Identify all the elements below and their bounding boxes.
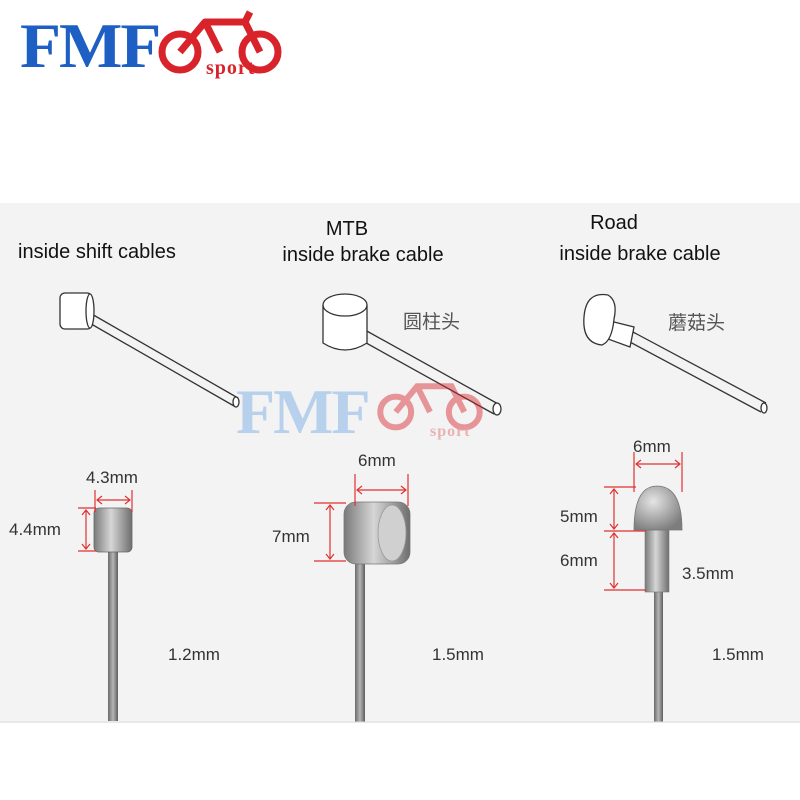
cable-3-title: inside brake cable	[559, 243, 721, 265]
cable-2-head-height: 7mm	[272, 527, 310, 546]
cable-3-neck-diameter: 3.5mm	[682, 564, 734, 583]
watermark-logo: FMF	[236, 376, 371, 447]
cable-3-head-height-top: 5mm	[560, 507, 598, 526]
road-cable-drawing	[583, 293, 768, 414]
cable-2-type: MTB	[325, 218, 369, 240]
cable-1-head-width: 4.3mm	[86, 468, 138, 487]
cable-3-head-width: 6mm	[633, 437, 671, 456]
mtb-head-label: 圆柱头	[403, 311, 461, 333]
product-panel	[0, 203, 800, 723]
watermark-bicycle-icon	[377, 383, 483, 431]
cable-2-head-width: 6mm	[358, 451, 396, 470]
mtb-cable-drawing	[322, 293, 502, 416]
cable-1-title: inside shift cables	[18, 241, 176, 263]
road-head-label: 蘑菇头	[668, 312, 726, 334]
cable-2-diameter: 1.5mm	[432, 645, 484, 664]
cable-1-diameter: 1.2mm	[168, 645, 220, 664]
bicycle-icon	[158, 10, 282, 74]
cable-1-head-height: 4.4mm	[9, 520, 61, 539]
watermark-suffix: sport	[430, 423, 471, 440]
brand-suffix: sport	[206, 57, 256, 79]
brand-logo: FMF	[20, 10, 161, 81]
cable-3-type: Road	[590, 212, 638, 234]
cable-2-title: inside brake cable	[282, 244, 444, 266]
cable-3-diameter: 1.5mm	[712, 645, 764, 664]
cable-3-head-height-bottom: 6mm	[560, 551, 598, 570]
shift-cable-drawing	[59, 292, 240, 408]
